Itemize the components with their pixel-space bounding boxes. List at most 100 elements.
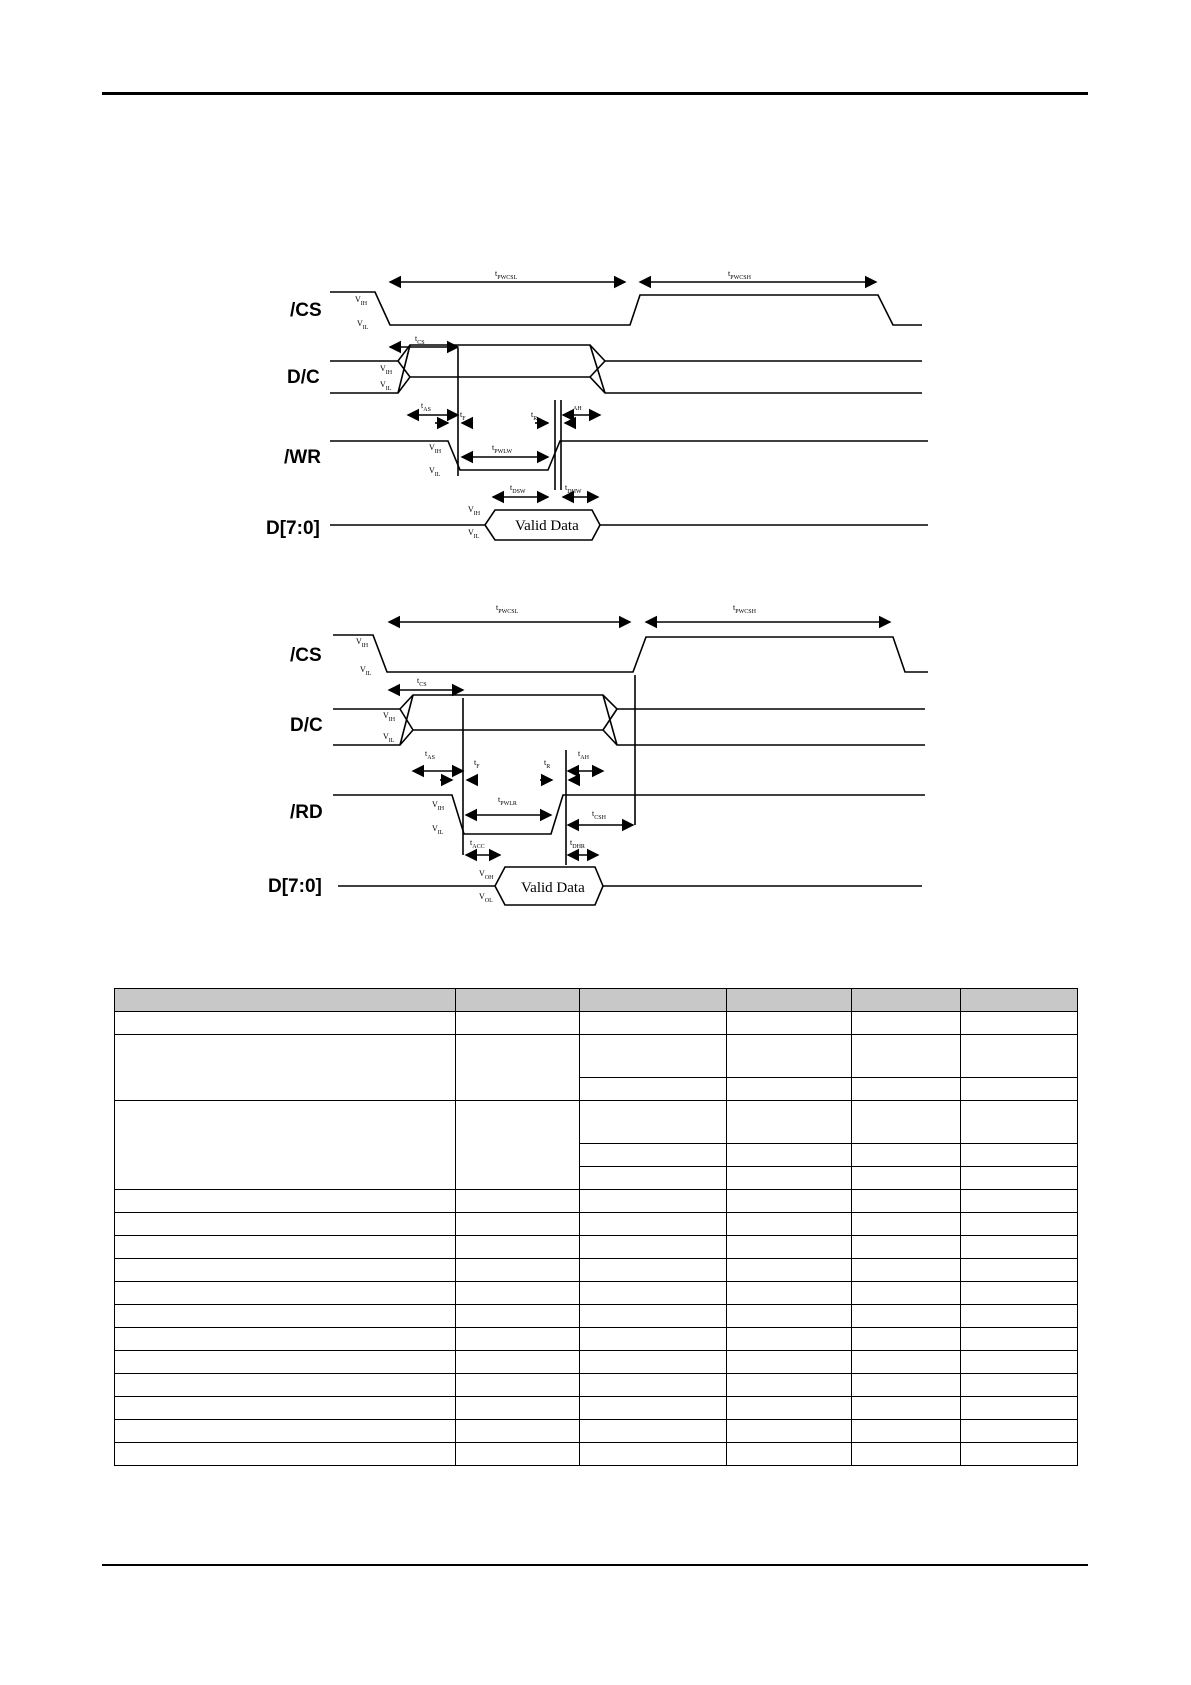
label-tdsw: tDSW: [510, 483, 526, 495]
label-part: t: [460, 410, 463, 419]
label-part: t: [425, 749, 428, 758]
label-part: IL: [474, 534, 480, 540]
label-d-vol: VOL: [479, 892, 493, 904]
footer-rule: [102, 1564, 1088, 1566]
table-cell: [579, 1166, 727, 1190]
label-dc-vih: VIH: [380, 364, 393, 376]
table-cell: [455, 1212, 580, 1236]
label-part: t: [421, 401, 424, 410]
table-cell: [726, 1077, 852, 1101]
table-cell: [579, 1396, 727, 1420]
table-cell: [851, 1304, 961, 1328]
table-cell: [114, 1212, 456, 1236]
dc-waveform-low: [330, 376, 922, 394]
label-part: IL: [389, 738, 395, 744]
table-cell: [960, 1373, 1078, 1397]
table-cell: [579, 1034, 727, 1078]
table-cell: [851, 1189, 961, 1213]
table-cell: [851, 1327, 961, 1351]
label-part: OH: [485, 875, 494, 881]
label-dc-vih: VIH: [383, 711, 396, 723]
label-cs-vil: VIL: [360, 665, 372, 677]
table-row: [114, 1350, 1078, 1374]
label-part: R: [546, 764, 550, 770]
table-row: [114, 1396, 1078, 1420]
label-part: DHR: [572, 844, 585, 850]
table-cell: [960, 1189, 1078, 1213]
table-cell: [851, 1011, 961, 1035]
label-part: CS: [419, 682, 426, 688]
table-cell: [960, 1034, 1078, 1078]
table-cell: [455, 1235, 580, 1259]
waveform-segment: [484, 524, 601, 541]
table-cell: [579, 1189, 727, 1213]
label-cs-vih: VIH: [355, 295, 368, 307]
label-part: V: [356, 637, 362, 646]
label-dc-vil: VIL: [383, 732, 395, 744]
label-tr: tR: [544, 758, 550, 770]
table-cell: [960, 1077, 1078, 1101]
table-cell: [579, 1442, 727, 1466]
table-cell: [960, 1419, 1078, 1443]
table-cell: [455, 1034, 580, 1101]
label-part: V: [355, 295, 361, 304]
table-row: [114, 1327, 1078, 1351]
label-part: t: [492, 443, 495, 452]
table-cell: [579, 1258, 727, 1282]
label-part: V: [383, 732, 389, 741]
label-dc-vil: VIL: [380, 380, 392, 392]
label-d-vil: VIL: [468, 528, 480, 540]
table-cell: [579, 1327, 727, 1351]
label-part: AS: [423, 407, 431, 413]
label-tah: tAH: [578, 749, 590, 761]
table-row: [114, 1189, 1078, 1213]
read-timing-diagram: /CS D/C /RD D[7:0] Valid Data tPWCSL tPW…: [268, 603, 928, 906]
label-part: t: [578, 749, 581, 758]
label-part: AS: [427, 755, 435, 761]
table-cell: [726, 1034, 852, 1078]
table-cell: [455, 1419, 580, 1443]
table-cell: [114, 1396, 456, 1420]
table-cell: [851, 1235, 961, 1259]
signal-label-dc: D/C: [287, 367, 320, 388]
table-cell: [114, 1419, 456, 1443]
label-wr-vih: VIH: [429, 443, 442, 455]
table-cell: [960, 1235, 1078, 1259]
label-tpwlw: tPWLW: [492, 443, 512, 455]
label-part: V: [468, 528, 474, 537]
table-row: [114, 1373, 1078, 1397]
table-row: [114, 1258, 1078, 1282]
label-tdhw: tDHW: [565, 483, 582, 495]
label-rd-vil: VIL: [432, 824, 444, 836]
table-cell: [726, 1258, 852, 1282]
label-part: V: [429, 443, 435, 452]
table-cell: [960, 1304, 1078, 1328]
label-part: IL: [386, 386, 392, 392]
signal-label-data: D[7:0]: [266, 518, 320, 539]
label-part: IH: [438, 806, 445, 812]
label-part: t: [592, 809, 595, 818]
label-part: t: [415, 334, 418, 343]
dc-waveform-high: [333, 694, 925, 710]
label-part: IL: [363, 325, 369, 331]
table-cell: [851, 1419, 961, 1443]
table-cell: [579, 1419, 727, 1443]
label-part: t: [531, 410, 534, 419]
signal-label-data: D[7:0]: [268, 876, 322, 897]
table-cell: [851, 1166, 961, 1190]
table-cell: [726, 1143, 852, 1167]
table-cell: [851, 1077, 961, 1101]
label-part: DHW: [567, 489, 582, 495]
table-cell: [114, 1258, 456, 1282]
data-bus-waveform: [330, 509, 928, 526]
label-part: IH: [474, 511, 481, 517]
label-part: V: [383, 711, 389, 720]
label-part: PWCSH: [735, 609, 756, 615]
label-part: V: [357, 319, 363, 328]
label-part: t: [544, 758, 547, 767]
label-part: IL: [366, 671, 372, 677]
label-part: CSH: [594, 815, 606, 821]
dc-waveform-low: [333, 729, 925, 746]
label-part: OL: [485, 898, 493, 904]
table-header-cell: [726, 988, 852, 1012]
